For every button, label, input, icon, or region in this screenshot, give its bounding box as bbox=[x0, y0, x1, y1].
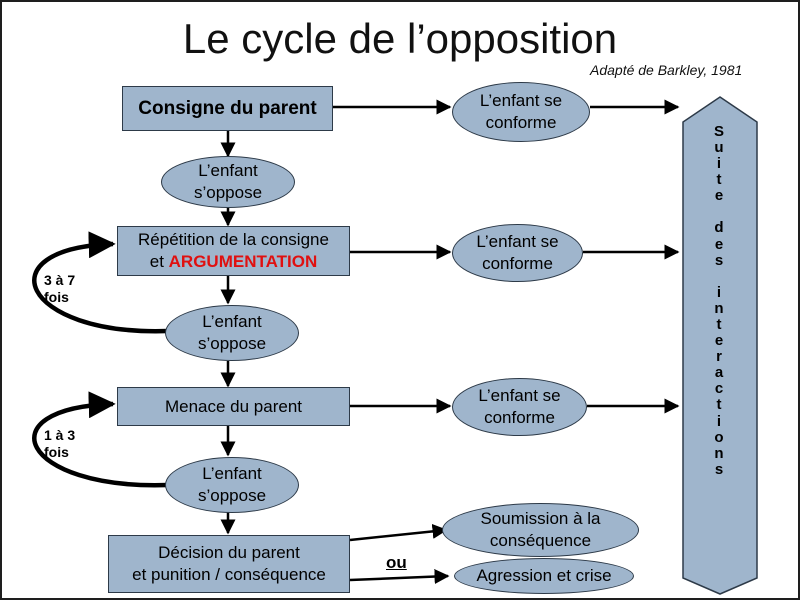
side-letter: i bbox=[716, 283, 722, 301]
ellipse-label-line2: conforme bbox=[484, 408, 555, 427]
ellipse-oppose-2: L’enfant s’oppose bbox=[165, 305, 299, 361]
arrow-decision-to-agression bbox=[349, 569, 450, 585]
ellipse-label-line1: L’enfant se bbox=[479, 91, 563, 110]
box-consigne-label: Consigne du parent bbox=[138, 97, 317, 119]
ellipse-label-line1: L’enfant se bbox=[476, 232, 559, 251]
ellipse-label-line2: conséquence bbox=[489, 531, 592, 550]
ellipse-label-line2: conforme bbox=[482, 254, 553, 273]
side-letter: S bbox=[713, 123, 724, 140]
ellipse-conforme-1: L’enfant se conforme bbox=[452, 82, 590, 142]
ou-label: ou bbox=[386, 553, 407, 572]
side-letter: n bbox=[714, 299, 724, 317]
side-letter: t bbox=[716, 315, 722, 333]
side-panel-text: S u i t e d e s i n t e r a c t i o n s bbox=[701, 123, 737, 478]
side-letter: s bbox=[714, 251, 724, 269]
side-letter: e bbox=[714, 332, 724, 350]
box-repetition: Répétition de la consigne et ARGUMENTATI… bbox=[117, 226, 350, 276]
ellipse-agression-label: Agression et crise bbox=[476, 566, 612, 585]
side-letter: d bbox=[714, 219, 724, 237]
ellipse-label-line1: L’enfant bbox=[202, 312, 262, 331]
loop-label-line1: 3 à 7 bbox=[44, 272, 76, 288]
ellipse-label-line2: s’oppose bbox=[197, 334, 267, 353]
side-letter: c bbox=[714, 380, 724, 398]
side-letter: e bbox=[714, 235, 724, 253]
ellipse-label-line1: L’enfant se bbox=[478, 386, 561, 405]
ellipse-oppose-1: L’enfant s’oppose bbox=[161, 156, 295, 208]
ellipse-agression: Agression et crise bbox=[454, 558, 634, 594]
loop-label-3-7: 3 à 7 fois bbox=[44, 272, 75, 306]
ellipse-label-line2: s’oppose bbox=[197, 486, 267, 505]
side-letter: t bbox=[716, 171, 722, 189]
argumentation-highlight: ARGUMENTATION bbox=[168, 252, 318, 271]
source-credit: Adapté de Barkley, 1981 bbox=[590, 62, 743, 78]
side-letter: i bbox=[716, 155, 722, 173]
side-letter: n bbox=[714, 444, 724, 462]
box-repetition-prefix: et bbox=[149, 252, 169, 271]
box-decision-line2: et punition / conséquence bbox=[132, 565, 326, 584]
ellipse-label-line2: conforme bbox=[485, 113, 557, 132]
ellipse-oppose-3: L’enfant s’oppose bbox=[165, 457, 299, 513]
ellipse-conforme-3: L’enfant se conforme bbox=[452, 378, 587, 436]
ellipse-label-line2: s’oppose bbox=[193, 183, 263, 202]
loop-label-line2: fois bbox=[44, 289, 69, 305]
ellipse-conforme-2: L’enfant se conforme bbox=[452, 224, 583, 282]
side-letter: s bbox=[714, 460, 724, 478]
ellipse-soumission: Soumission à la conséquence bbox=[442, 503, 639, 557]
loop-arc-1-3 bbox=[32, 391, 169, 488]
side-letter: e bbox=[714, 187, 724, 205]
loop-label-line1: 1 à 3 bbox=[44, 427, 76, 443]
loop-label-1-3: 1 à 3 fois bbox=[44, 427, 75, 461]
loop-arc-3-7 bbox=[32, 231, 169, 334]
side-letter: a bbox=[714, 364, 724, 382]
box-decision: Décision du parent et punition / conséqu… bbox=[108, 535, 350, 593]
side-letter: u bbox=[714, 139, 724, 157]
box-repetition-line1: Répétition de la consigne bbox=[138, 230, 329, 249]
ellipse-label-line1: Soumission à la bbox=[480, 509, 601, 528]
side-panel-shape bbox=[682, 96, 758, 595]
box-menace-label: Menace du parent bbox=[164, 396, 303, 416]
box-consigne-parent: Consigne du parent bbox=[122, 86, 333, 131]
ellipse-label-line1: L’enfant bbox=[202, 464, 262, 483]
ellipse-label-line1: L’enfant bbox=[198, 161, 258, 180]
side-letter: r bbox=[716, 348, 722, 366]
arrow-decision-to-soumission bbox=[349, 523, 448, 542]
box-decision-line1: Décision du parent bbox=[158, 543, 300, 562]
page-title: Le cycle de l’opposition bbox=[182, 15, 618, 62]
side-letter: t bbox=[716, 396, 722, 414]
loop-label-line2: fois bbox=[44, 444, 69, 460]
side-letter: i bbox=[716, 412, 722, 430]
box-repetition-line2: et ARGUMENTATION bbox=[150, 251, 317, 273]
side-letter: o bbox=[714, 428, 724, 446]
box-menace: Menace du parent bbox=[117, 387, 350, 426]
